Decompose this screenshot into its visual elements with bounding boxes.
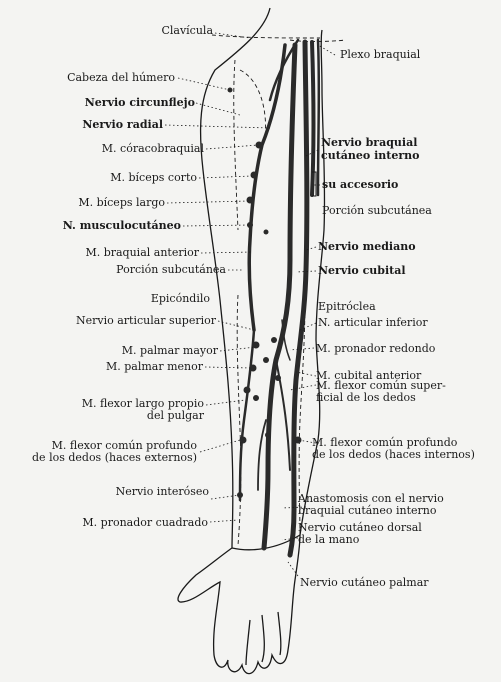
- label-braquial-cutaneo-2: cutáneo interno: [321, 150, 419, 162]
- label-biceps-largo: M. bíceps largo: [40, 197, 165, 209]
- label-coracobraquial: M. córacobraquial: [40, 143, 204, 155]
- label-cutaneo-dorsal-2: de la mano: [298, 534, 359, 546]
- label-braquial-cutaneo-1: Nervio braquial: [321, 137, 417, 149]
- label-nervio-interoseo: Nervio interóseo: [40, 486, 209, 498]
- label-cutaneo-palmar: Nervio cutáneo palmar: [300, 577, 429, 589]
- label-palmar-mayor: M. palmar mayor: [40, 345, 218, 357]
- label-flexor-superficial-2: ficial de los dedos: [316, 392, 416, 404]
- label-articular-inferior: N. articular inferior: [318, 317, 428, 329]
- label-biceps-corto: M. bíceps corto: [40, 172, 197, 184]
- label-flexor-profundo-ext-2: de los dedos (haces externos): [0, 452, 197, 464]
- label-porcion-subcutanea-left: Porción subcutánea: [40, 264, 226, 276]
- nerve-trunks: [240, 40, 319, 555]
- label-clavicula: Clavícula: [133, 25, 213, 37]
- label-nervio-mediano: Nervio mediano: [318, 241, 416, 253]
- label-epicondilo: Epicóndilo: [40, 293, 210, 305]
- label-anastomosis-2: braquial cutáneo interno: [298, 505, 437, 517]
- label-flexor-profundo-int-2: de los dedos (haces internos): [312, 449, 475, 461]
- label-nervio-circunflejo: Nervio circunflejo: [40, 97, 195, 109]
- label-nervio-cubital: Nervio cubital: [318, 265, 406, 277]
- label-articular-superior: Nervio articular superior: [20, 315, 216, 327]
- label-musculocutaneo: N. musculocutáneo: [40, 220, 181, 232]
- label-plexo-braquial: Plexo braquial: [340, 49, 420, 61]
- label-pronador-cuadrado: M. pronador cuadrado: [20, 517, 208, 529]
- label-nervio-radial: Nervio radial: [40, 119, 163, 131]
- label-flexor-largo-2: del pulgar: [20, 410, 204, 422]
- label-porcion-subcutanea-right: Porción subcutánea: [322, 205, 432, 217]
- label-pronador-redondo: M. pronador redondo: [316, 343, 435, 355]
- label-epitroclea: Epitróclea: [318, 301, 376, 313]
- label-cabeza-humero: Cabeza del húmero: [40, 72, 175, 84]
- label-su-accesorio: su accesorio: [322, 179, 398, 191]
- label-braquial-anterior: M. braquial anterior: [40, 247, 199, 259]
- label-palmar-menor: M. palmar menor: [40, 361, 203, 373]
